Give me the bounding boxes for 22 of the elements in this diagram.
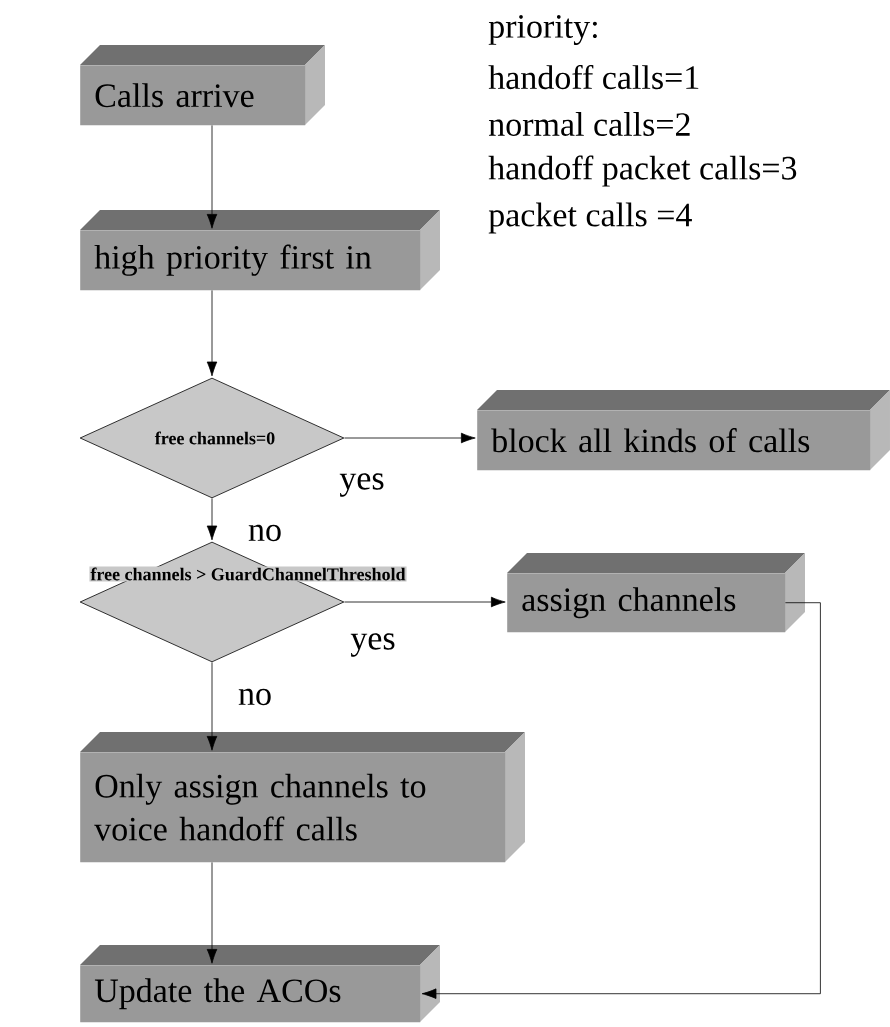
process-box: assign channels: [507, 553, 805, 633]
edge-label: no: [247, 523, 283, 543]
legend-text: handoff packet calls=3: [488, 155, 797, 187]
edge-label: no: [237, 687, 273, 707]
arrow: [344, 432, 476, 444]
process-box: Calls arrive: [80, 45, 325, 126]
process-box: high priority first in: [80, 210, 440, 291]
legend-text: normal calls=2: [489, 112, 690, 136]
arrow: [421, 602, 821, 999]
arrow: [206, 862, 218, 964]
edge-label: yes: [349, 632, 397, 658]
process-box: Update the ACOs: [80, 945, 440, 1023]
process-box: Only assign channels to voice handoff calls: [80, 732, 525, 863]
legend-text: priority:: [488, 15, 597, 45]
process-box: block all kinds of calls: [477, 390, 890, 471]
arrow: [206, 290, 218, 377]
arrow: [206, 662, 218, 751]
legend-text: handoff calls=1: [488, 64, 699, 90]
legend-text: packet calls =4: [488, 202, 692, 234]
arrow: [206, 125, 218, 229]
arrow: [344, 596, 506, 608]
arrow: [206, 498, 218, 541]
